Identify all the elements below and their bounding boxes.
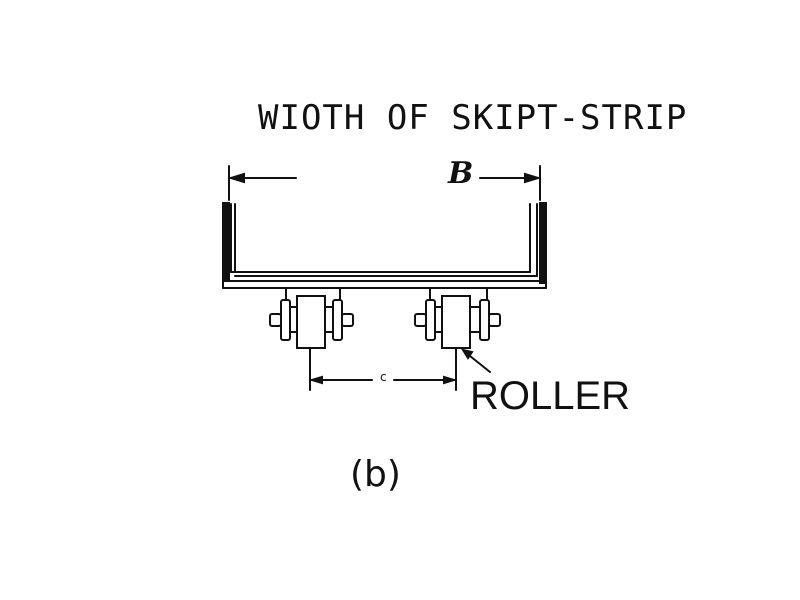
dimension-b-label: B <box>448 156 474 191</box>
channel-frame <box>222 202 547 289</box>
dimension-c-label: c <box>380 370 387 384</box>
right-roller-assembly <box>414 287 501 391</box>
diagram-title: WIOTH OF SKIPT-STRIP <box>258 98 688 138</box>
left-roller-assembly <box>269 287 354 391</box>
dimension-c-line <box>308 375 458 385</box>
figure-caption: (b) <box>350 454 401 495</box>
dimension-b-line <box>227 165 542 201</box>
roller-label: ROLLER <box>470 374 631 418</box>
